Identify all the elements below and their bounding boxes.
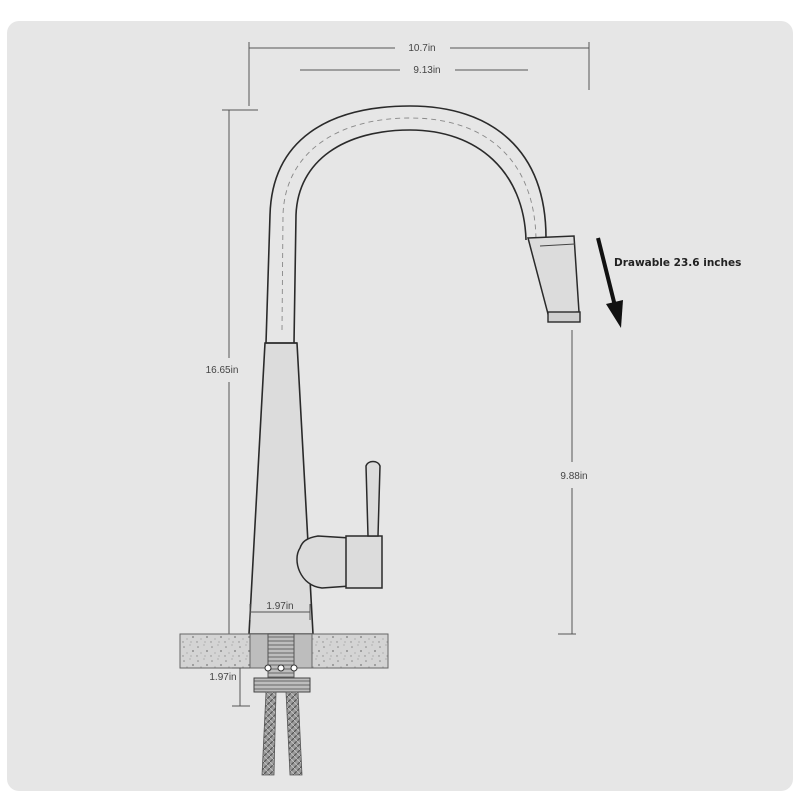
base-diameter-label: 1.97in: [266, 601, 293, 612]
pull-down-length-note: Drawable 23.6 inches: [614, 257, 741, 269]
spout-inner-edge: [293, 129, 527, 344]
down-arrow-icon: [596, 237, 623, 328]
supply-hose-right: [285, 691, 303, 776]
handle-cartridge: [345, 535, 383, 589]
spout-centerline: [281, 117, 537, 331]
shank-length-label: 1.97in: [209, 672, 236, 683]
mounting-shank: [267, 633, 295, 681]
mount-screw-center: [277, 664, 285, 672]
spray-head-divider: [539, 243, 576, 247]
reach-label: 9.13in: [413, 65, 440, 76]
spray-head: [527, 235, 580, 315]
mount-screw-left: [264, 664, 272, 672]
base-diameter-dimension: [249, 604, 311, 620]
overall-height-dimension: [222, 109, 258, 634]
mount-screw-right: [290, 664, 298, 672]
spray-nozzle: [547, 311, 581, 323]
spout-height-dimension: [558, 330, 576, 635]
spout-outer-edge: [265, 105, 547, 344]
supply-hose-left: [261, 691, 277, 776]
overall-width-dimension: [248, 42, 590, 106]
base-diameter-label-bg: [259, 599, 301, 611]
handle-lever: [365, 460, 381, 537]
handle-hub: [296, 535, 351, 589]
diagram-panel: [7, 21, 793, 791]
faucet-body: [248, 342, 314, 635]
overall-width-label: 10.7in: [408, 43, 435, 54]
shank-length-dimension: [232, 667, 250, 707]
overall-height-label: 16.65in: [206, 365, 239, 376]
spout-gooseneck: [262, 80, 574, 345]
spout-height-label: 9.88in: [560, 471, 587, 482]
mounting-nut: [253, 677, 311, 693]
